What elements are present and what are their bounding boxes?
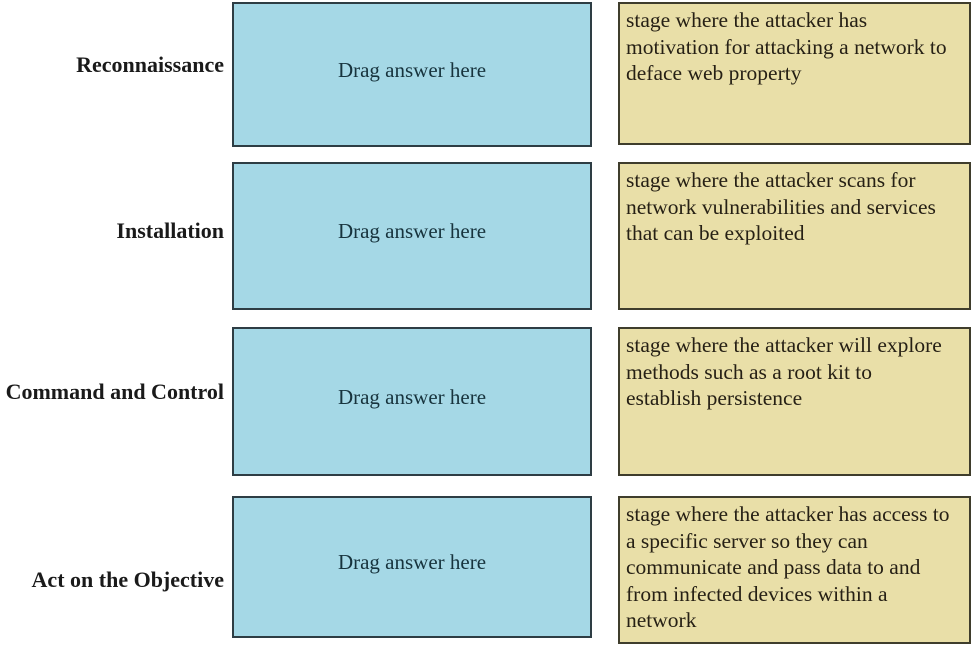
label-cell: Installation [0,162,226,310]
stage-label-reconnaissance: Reconnaissance [76,52,224,78]
match-row: Act on the Objective Drag answer here st… [0,496,976,644]
label-cell: Act on the Objective [0,496,226,644]
match-row: Installation Drag answer here stage wher… [0,162,976,310]
answer-dropzone[interactable]: Drag answer here [232,2,592,147]
answer-dropzone[interactable]: Drag answer here [232,327,592,476]
description-card[interactable]: stage where the attacker has access to a… [618,496,971,644]
match-row: Reconnaissance Drag answer here stage wh… [0,2,976,147]
stage-label-command-and-control: Command and Control [5,379,224,405]
stage-label-act-on-the-objective: Act on the Objective [31,566,224,592]
description-card[interactable]: stage where the attacker has motivation … [618,2,971,145]
description-card[interactable]: stage where the attacker will explore me… [618,327,971,476]
label-cell: Reconnaissance [0,2,226,147]
match-row: Command and Control Drag answer here sta… [0,327,976,476]
answer-dropzone[interactable]: Drag answer here [232,162,592,310]
answer-dropzone[interactable]: Drag answer here [232,496,592,638]
label-cell: Command and Control [0,327,226,476]
stage-label-installation: Installation [116,217,224,243]
description-card[interactable]: stage where the attacker scans for netwo… [618,162,971,310]
